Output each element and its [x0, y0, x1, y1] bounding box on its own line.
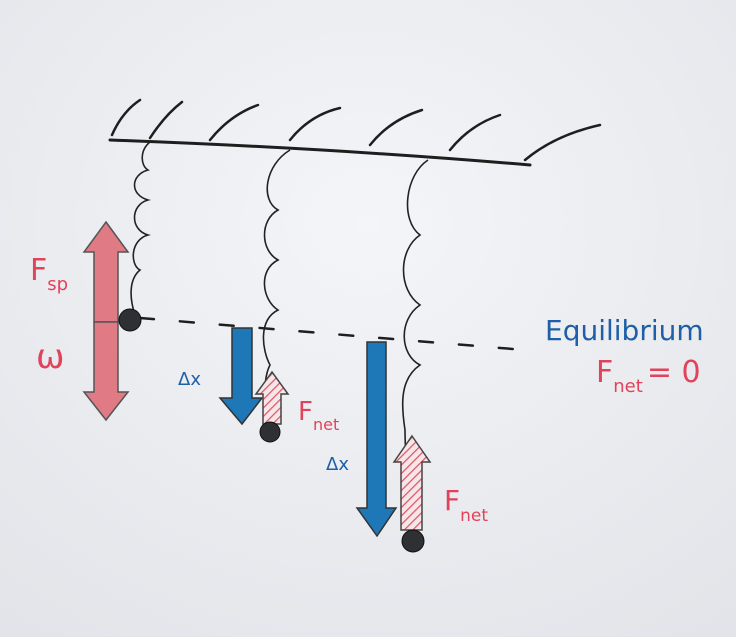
mass-3 [401, 529, 425, 553]
spring-force-label: Fsp [30, 253, 68, 295]
weight-arrow [82, 321, 130, 422]
equilibrium-condition-label: Fnet= 0 [596, 355, 701, 397]
spring-2 [262, 149, 291, 426]
ceiling-support [108, 98, 602, 167]
equilibrium-line [138, 316, 527, 352]
spring-1 [130, 141, 151, 316]
net-force-label-1: Fnet [298, 397, 339, 434]
displacement-arrow-2 [355, 341, 398, 538]
equilibrium-label: Equilibrium [545, 314, 704, 347]
spring-3 [401, 159, 429, 541]
net-force-label-2: Fnet [444, 484, 488, 526]
displacement-label-2: Δx [326, 454, 349, 475]
mass-1 [118, 308, 142, 332]
weight-label: ω [36, 337, 64, 377]
displacement-arrow-1 [218, 327, 264, 426]
mass-2 [259, 421, 281, 443]
displacement-label-1: Δx [178, 369, 201, 390]
